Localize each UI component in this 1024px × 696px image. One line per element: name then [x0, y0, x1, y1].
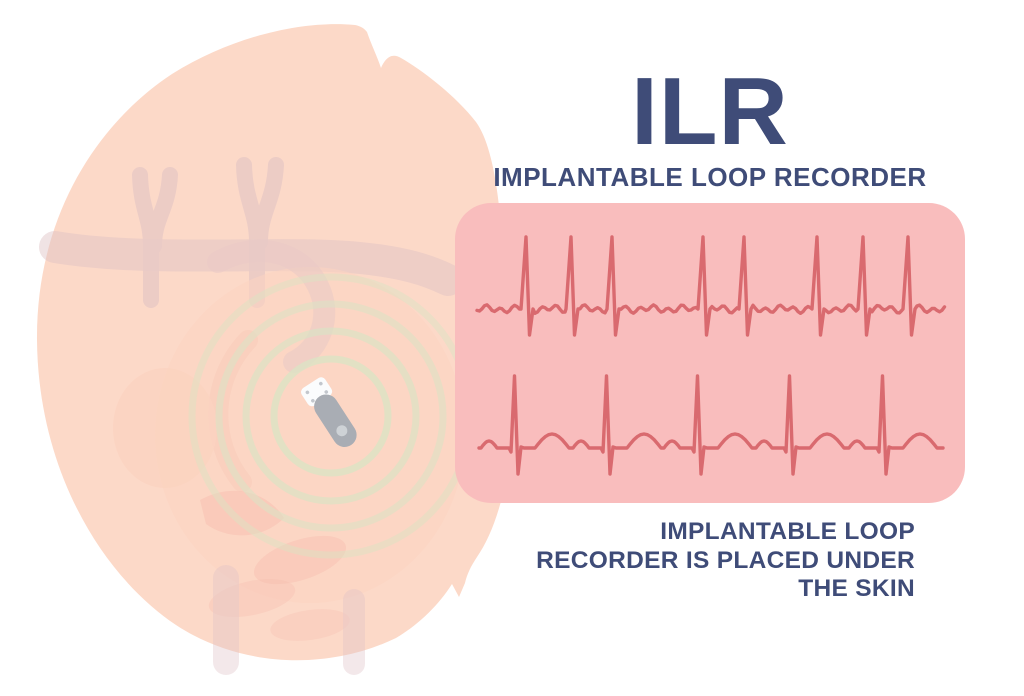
device-cap-dots [305, 381, 329, 403]
ecg-panel [455, 203, 965, 503]
vessel-fork-left [132, 167, 178, 308]
ecg-waveforms [475, 235, 947, 476]
atrium-bump [113, 368, 217, 488]
caption-line: IMPLANTABLE LOOP [660, 518, 915, 545]
ecg-trace-2 [477, 374, 945, 476]
skin-circle [36, 24, 518, 661]
caption-line: RECORDER IS PLACED UNDER [536, 546, 915, 574]
loop-recorder-device-icon [301, 377, 357, 447]
aorta-arch [207, 239, 336, 373]
signal-ring [270, 355, 392, 477]
caption: IMPLANTABLE LOOP RECORDER IS PLACED UNDE… [455, 518, 915, 604]
device-button [336, 425, 348, 437]
ecg-trace-1 [475, 235, 947, 337]
signal-ring [242, 327, 420, 505]
page-subtitle: IMPLANTABLE LOOP RECORDER [493, 162, 927, 192]
caption-line: THE SKIN [798, 575, 915, 602]
signal-ring [215, 300, 447, 532]
page-title: ILR [631, 58, 789, 165]
pulmonary-band [39, 231, 464, 296]
vessel-fork-right [236, 157, 284, 308]
